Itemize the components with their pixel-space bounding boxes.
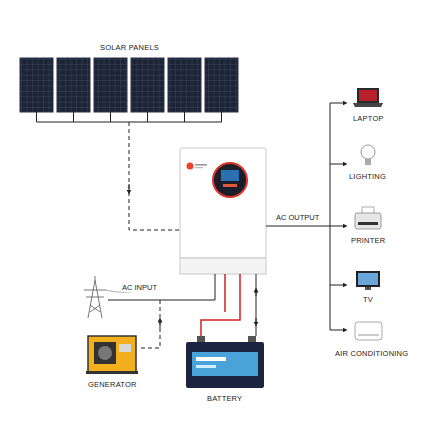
source-caption: GENERATOR — [87, 381, 138, 389]
air-conditioner-icon — [355, 322, 382, 340]
flow-arrow — [129, 184, 130, 192]
wire-label: AC INPUT — [121, 284, 158, 292]
load-caption: PRINTER — [350, 237, 386, 245]
printer-icon — [355, 207, 381, 229]
inverter-unit — [180, 148, 266, 274]
tv-icon — [356, 271, 380, 290]
load-caption: TV — [362, 296, 374, 304]
positive-wire — [201, 274, 240, 336]
generator-icon — [86, 336, 138, 374]
panel-bracket — [37, 112, 222, 122]
caption-text: LIGHTING — [348, 173, 387, 181]
load-caption: LIGHTING — [348, 173, 387, 181]
ac-output-wiring — [266, 103, 345, 330]
flow-arrow — [256, 318, 257, 324]
ac-input-wire — [108, 274, 215, 300]
pv-wire — [129, 122, 180, 230]
caption-text: TV — [362, 296, 374, 304]
negative-wire — [256, 274, 257, 336]
wire-label: AC OUTPUT — [275, 214, 320, 222]
panel-group-heading: SOLAR PANELS — [99, 44, 160, 52]
caption-text: BATTERY — [206, 395, 243, 403]
power-tower-icon — [84, 276, 140, 318]
load-caption: LAPTOP — [352, 115, 385, 123]
flow-arrow — [256, 290, 257, 296]
caption-text: SOLAR PANELS — [99, 44, 160, 52]
generator-wire — [138, 300, 160, 348]
caption-text: GENERATOR — [87, 381, 138, 389]
positive-wire — [224, 274, 226, 312]
battery-icon — [186, 336, 264, 388]
bulb-icon — [361, 145, 375, 165]
flow-arrow — [160, 320, 161, 328]
solar-panel-array — [20, 58, 238, 112]
caption-text: LAPTOP — [352, 115, 385, 123]
caption-text: PRINTER — [350, 237, 386, 245]
load-caption: AIR CONDITIONING — [334, 350, 409, 358]
laptop-icon — [353, 88, 383, 107]
caption-text: AIR CONDITIONING — [334, 350, 409, 358]
storage-caption: BATTERY — [206, 395, 243, 403]
